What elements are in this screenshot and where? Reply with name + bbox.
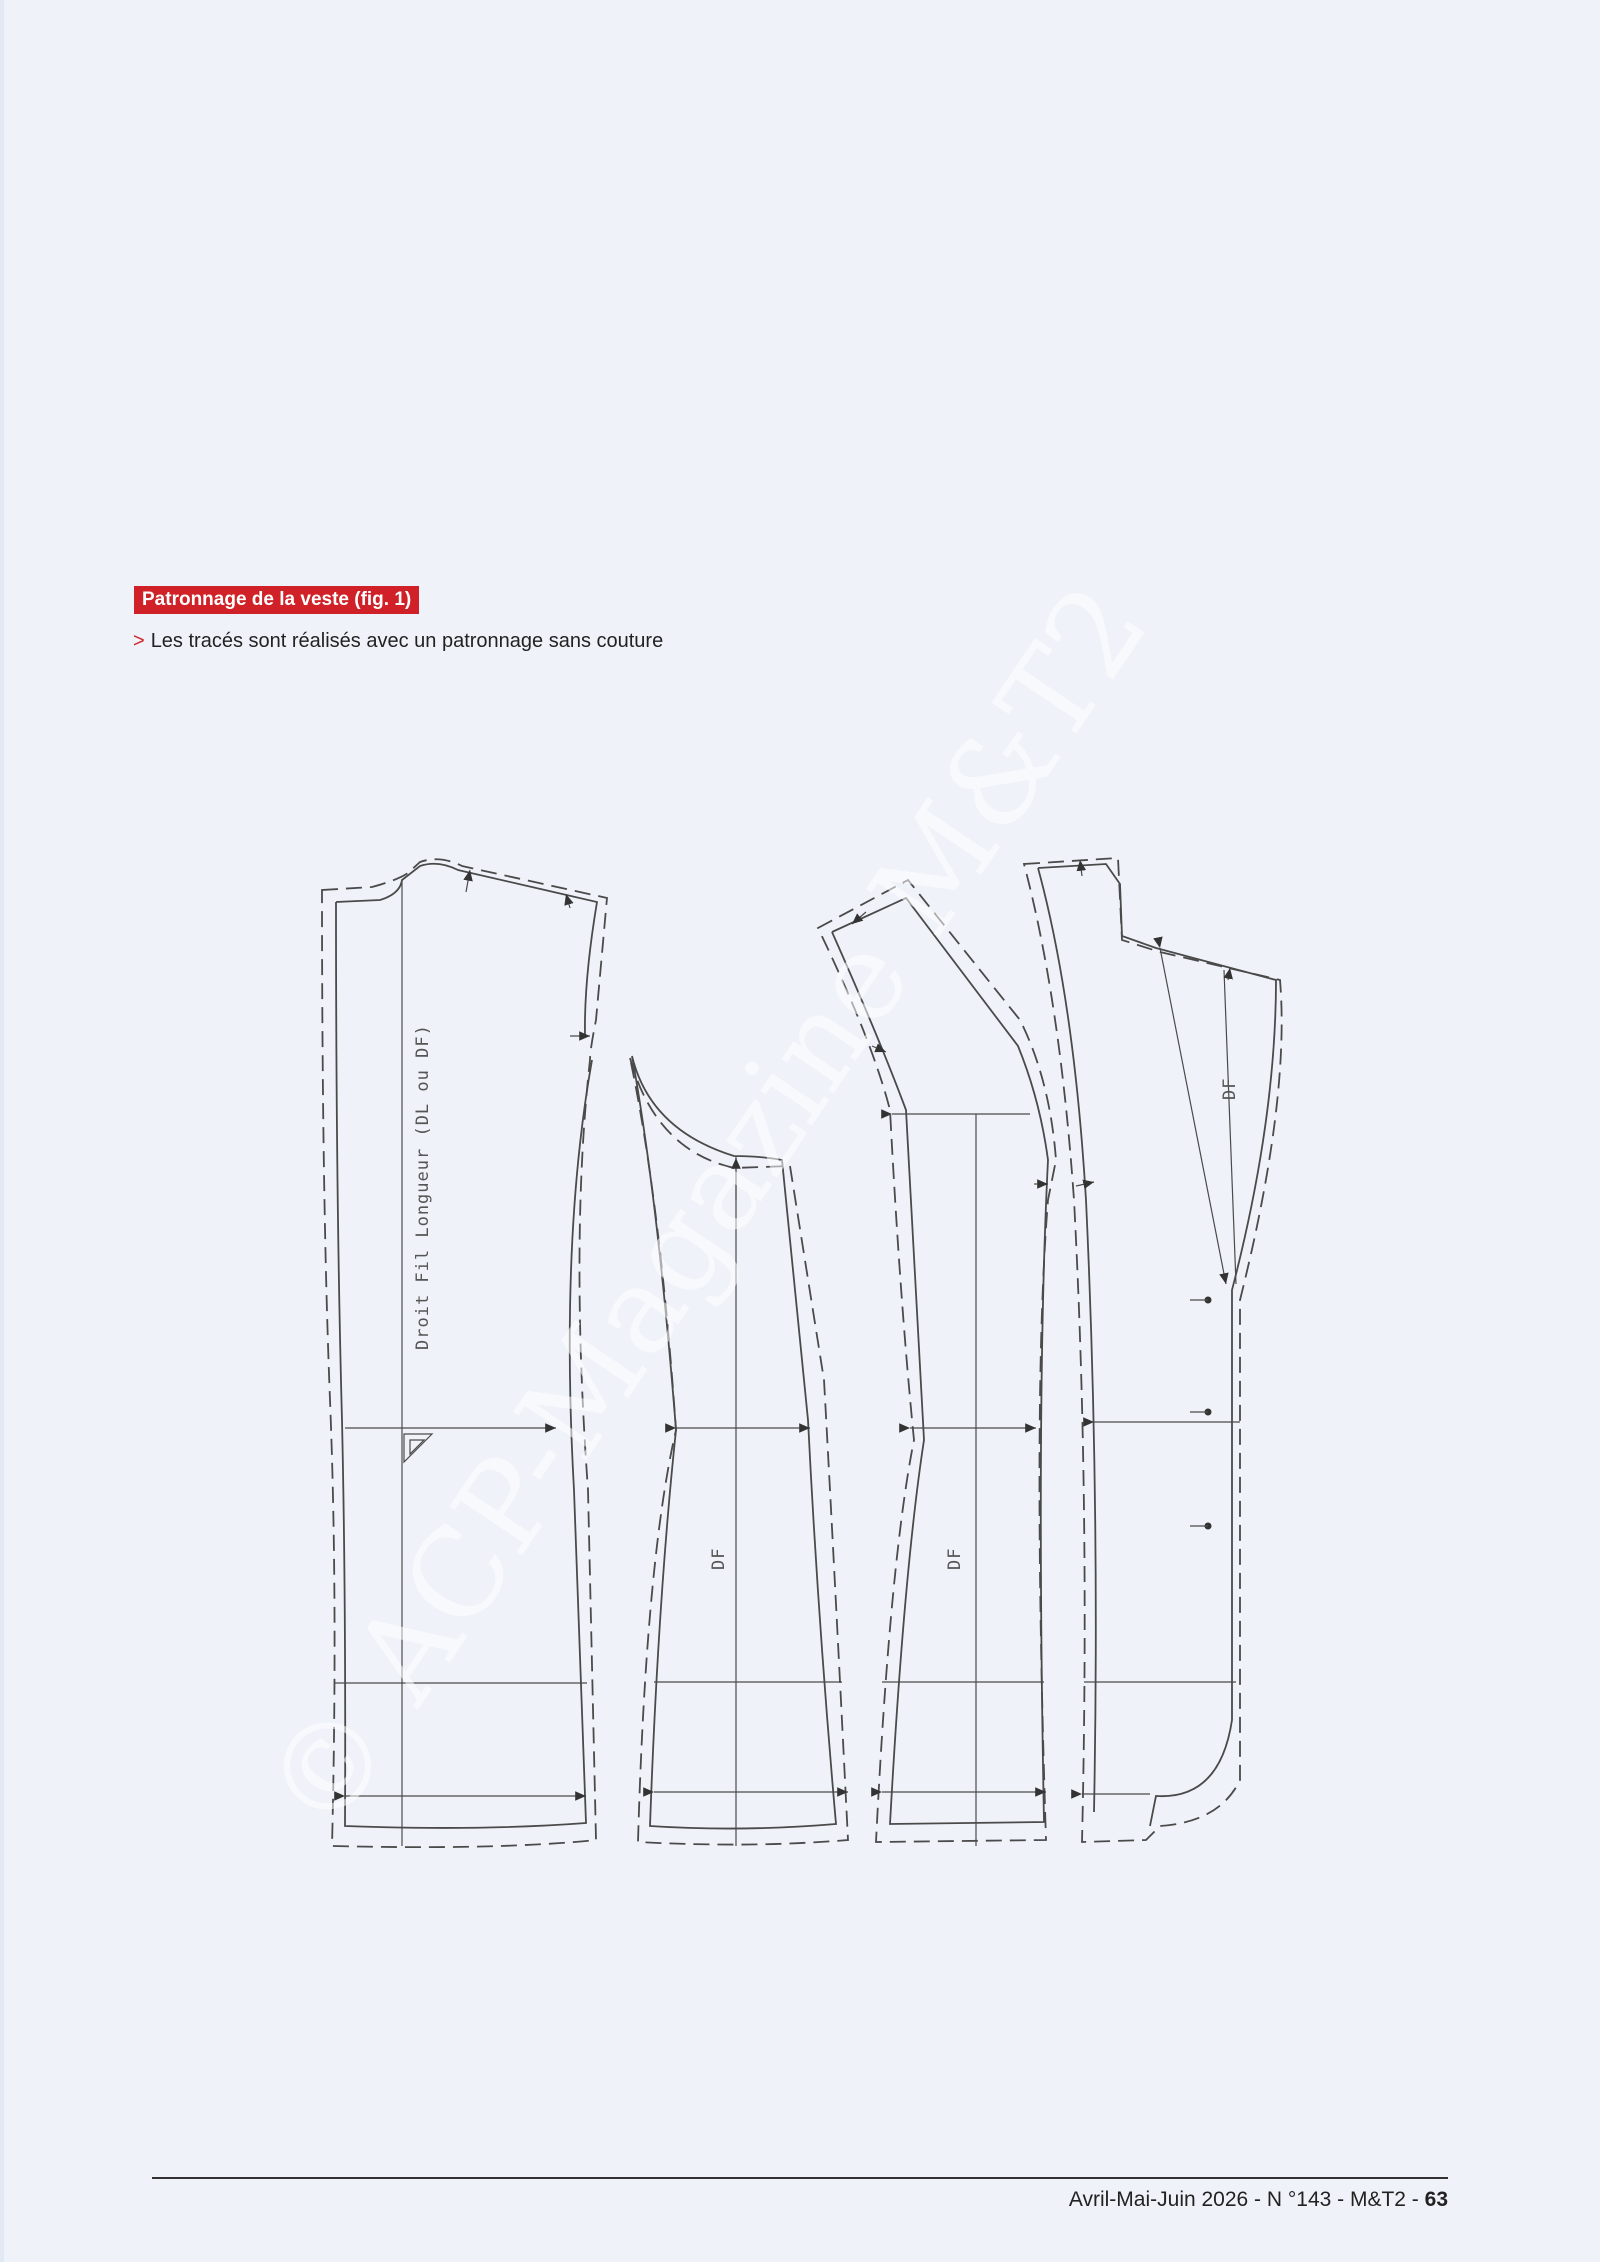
grain-label-df-3: DF bbox=[1220, 1078, 1240, 1100]
pattern-piece-side-front: DF bbox=[816, 878, 1057, 1846]
grain-line-label: Droit Fil Longueur (DL ou DF) bbox=[413, 1024, 433, 1350]
intro-text: >Les tracés sont réalisés avec un patron… bbox=[133, 630, 663, 653]
footer-rule bbox=[152, 2177, 1448, 2179]
grain-label-df-1: DF bbox=[709, 1548, 729, 1570]
section-title: Patronnage de la veste (fig. 1) bbox=[134, 586, 420, 614]
grain-label-df-2: DF bbox=[945, 1548, 965, 1570]
issue-info: Avril-Mai-Juin 2026 - N °143 - M&T2 - bbox=[1068, 2188, 1425, 2211]
pattern-piece-side-back: DF bbox=[629, 1055, 849, 1846]
page-number: 63 bbox=[1424, 2188, 1448, 2211]
pattern-piece-front: DF bbox=[1022, 857, 1283, 1843]
pattern-piece-back: Droit Fil Longueur (DL ou DF) bbox=[321, 858, 608, 1849]
bullet-arrow-icon: > bbox=[133, 630, 145, 652]
intro-sentence: Les tracés sont réalisés avec un patronn… bbox=[150, 630, 664, 652]
page-edge bbox=[0, 0, 4, 2262]
page-footer: Avril-Mai-Juin 2026 - N °143 - M&T2 - 63 bbox=[1069, 2188, 1448, 2212]
